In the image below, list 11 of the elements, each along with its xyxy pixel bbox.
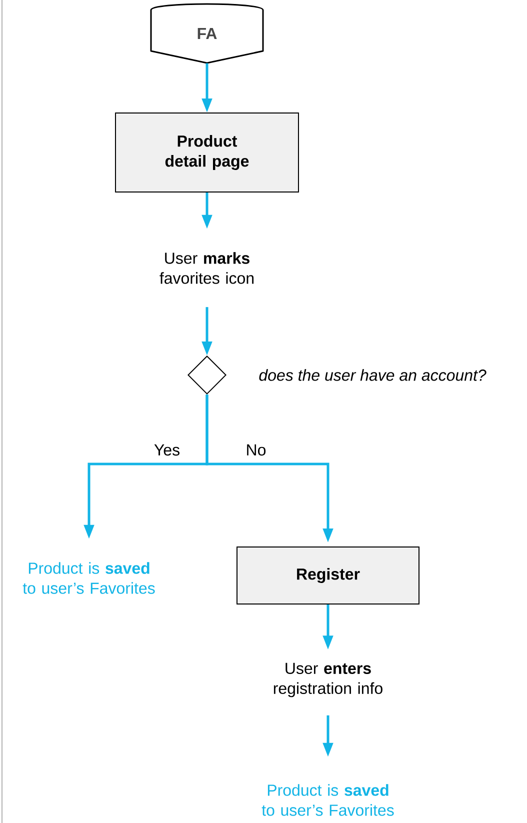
edge-label: No: [244, 443, 268, 457]
edge-label: Yes: [152, 443, 182, 457]
process-box: Product detail page: [115, 112, 299, 192]
step-text: User enters registration info: [274, 662, 382, 698]
step-text: User marks favorites icon: [160, 252, 254, 284]
result-text: Product is saved to user’s Favorites: [262, 784, 394, 816]
decision-diamond: [188, 356, 226, 394]
off-page-connector: FA: [150, 3, 264, 64]
result-text: Product is saved to user’s Favorites: [22, 562, 155, 594]
process-box: Register: [236, 546, 420, 604]
question-text: does the user have an account?: [259, 369, 486, 381]
